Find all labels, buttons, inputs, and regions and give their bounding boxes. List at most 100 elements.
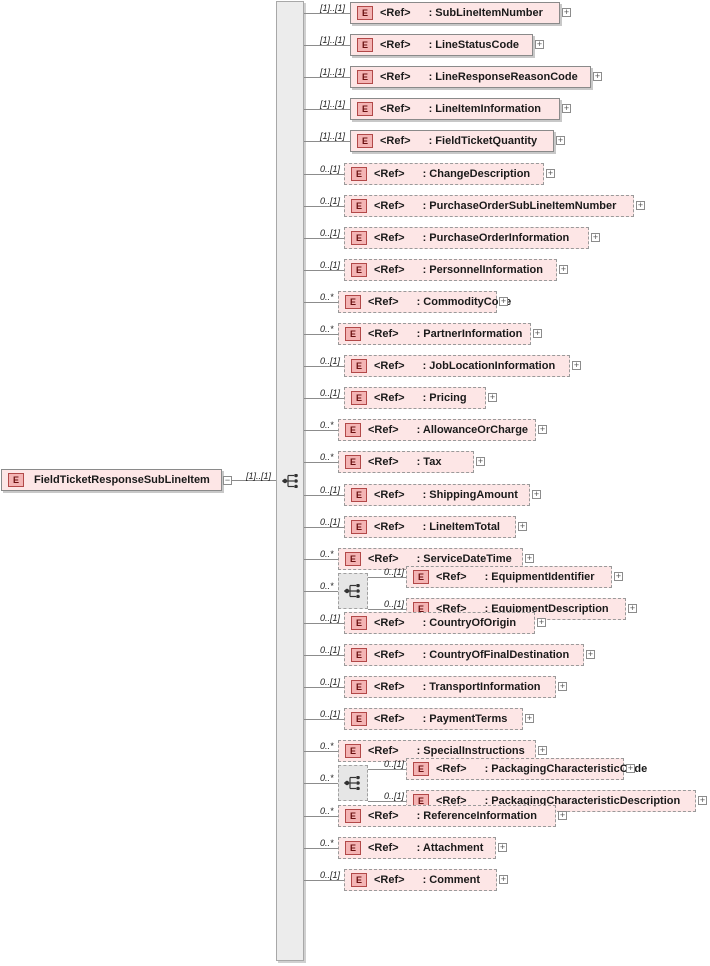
- ref-label: <Ref>: [374, 713, 405, 725]
- connector-line: [304, 77, 350, 78]
- root-connector: [232, 480, 276, 481]
- element-box[interactable]: E<Ref>: JobLocationInformation: [344, 355, 570, 377]
- cardinality-label: 0..[1]: [320, 260, 341, 270]
- element-box[interactable]: E<Ref>: PurchaseOrderSubLineItemNumber: [344, 195, 634, 217]
- expand-icon[interactable]: +: [518, 521, 527, 531]
- ref-label: <Ref>: [368, 456, 399, 468]
- element-box[interactable]: E<Ref>: FieldTicketQuantity: [350, 130, 554, 152]
- expand-icon[interactable]: +: [586, 649, 595, 659]
- expand-icon[interactable]: +: [572, 360, 581, 370]
- element-box[interactable]: E<Ref>: CountryOfFinalDestination: [344, 644, 584, 666]
- ref-label: <Ref>: [374, 200, 405, 212]
- expand-icon[interactable]: +: [593, 71, 602, 81]
- element-box[interactable]: E<Ref>: AllowanceOrCharge: [338, 419, 536, 441]
- element-box[interactable]: E<Ref>: EquipmentIdentifier: [406, 566, 612, 588]
- element-box[interactable]: E<Ref>: Comment: [344, 869, 497, 891]
- ref-label: <Ref>: [374, 617, 405, 629]
- cardinality-label: 0..*: [320, 549, 334, 559]
- ref-label: <Ref>: [436, 763, 467, 775]
- ref-label: <Ref>: [368, 553, 399, 565]
- expand-icon[interactable]: +: [558, 810, 567, 820]
- element-icon: E: [345, 841, 361, 855]
- ref-label: <Ref>: [436, 571, 467, 583]
- connector-line: [304, 366, 344, 367]
- expand-icon[interactable]: +: [537, 617, 546, 627]
- element-name: : ChangeDescription: [422, 168, 531, 180]
- element-box[interactable]: E<Ref>: Tax: [338, 451, 474, 473]
- element-box[interactable]: E<Ref>: ServiceDateTime: [338, 548, 523, 570]
- element-icon: E: [357, 6, 373, 20]
- element-box[interactable]: E<Ref>: SubLineItemNumber: [350, 2, 560, 24]
- expand-icon[interactable]: +: [538, 745, 547, 755]
- element-box[interactable]: E<Ref>: LineItemInformation: [350, 98, 560, 120]
- element-box[interactable]: E<Ref>: PackagingCharacteristicCode: [406, 758, 647, 780]
- collapse-icon[interactable]: −: [223, 475, 232, 485]
- expand-icon[interactable]: +: [488, 392, 497, 402]
- element-box[interactable]: E<Ref>: ReferenceInformation: [338, 805, 556, 827]
- element-box[interactable]: E<Ref>: ChangeDescription: [344, 163, 544, 185]
- ref-label: <Ref>: [368, 842, 399, 854]
- element-box[interactable]: E<Ref>: CountryOfOrigin: [344, 612, 535, 634]
- element-box[interactable]: E<Ref>: Pricing: [344, 387, 486, 409]
- connector-line: [304, 398, 344, 399]
- element-icon: E: [351, 391, 367, 405]
- expand-icon[interactable]: +: [498, 842, 507, 852]
- expand-icon[interactable]: +: [546, 168, 555, 178]
- cardinality-label: 0..*: [320, 324, 334, 334]
- expand-icon[interactable]: +: [626, 763, 635, 773]
- connector-line: [304, 816, 338, 817]
- expand-icon[interactable]: +: [628, 603, 637, 613]
- element-box[interactable]: E<Ref>: SpecialInstructions: [338, 740, 536, 762]
- expand-icon[interactable]: +: [533, 328, 542, 338]
- element-icon: E: [351, 648, 367, 662]
- cardinality-label: [1]..[1]: [320, 3, 346, 13]
- element-box[interactable]: E<Ref>: PurchaseOrderInformation: [344, 227, 589, 249]
- expand-icon[interactable]: +: [525, 713, 534, 723]
- expand-icon[interactable]: +: [525, 553, 534, 563]
- expand-icon[interactable]: +: [559, 264, 568, 274]
- element-name: : EquipmentIdentifier: [484, 571, 595, 583]
- connector-line: [304, 45, 350, 46]
- element-box[interactable]: E<Ref>: ShippingAmount: [344, 484, 530, 506]
- element-box[interactable]: E<Ref>: TransportInformation: [344, 676, 556, 698]
- element-box[interactable]: E<Ref>: PartnerInformation: [338, 323, 531, 345]
- cardinality-label: 0..[1]: [320, 709, 341, 719]
- cardinality-label: 0..[1]: [320, 517, 341, 527]
- cardinality-label: 0..[1]: [320, 613, 341, 623]
- element-box[interactable]: E<Ref>: CommodityCode: [338, 291, 511, 313]
- element-name: : TransportInformation: [422, 681, 541, 693]
- element-name: : ShippingAmount: [422, 489, 518, 501]
- ref-label: <Ref>: [374, 649, 405, 661]
- element-box[interactable]: E<Ref>: LineItemTotal: [344, 516, 516, 538]
- expand-icon[interactable]: +: [556, 135, 565, 145]
- expand-icon[interactable]: +: [499, 874, 508, 884]
- expand-icon[interactable]: +: [614, 571, 623, 581]
- element-name: : PurchaseOrderSubLineItemNumber: [422, 200, 617, 212]
- expand-icon[interactable]: +: [499, 296, 508, 306]
- ref-label: <Ref>: [374, 874, 405, 886]
- cardinality-label: 0..*: [320, 806, 334, 816]
- expand-icon[interactable]: +: [591, 232, 600, 242]
- connector-line: [304, 591, 338, 592]
- expand-icon[interactable]: +: [562, 103, 571, 113]
- expand-icon[interactable]: +: [538, 424, 547, 434]
- connector-line: [304, 655, 344, 656]
- expand-icon[interactable]: +: [636, 200, 645, 210]
- expand-icon[interactable]: +: [532, 489, 541, 499]
- element-box[interactable]: E<Ref>: Attachment: [338, 837, 496, 859]
- expand-icon[interactable]: +: [476, 456, 485, 466]
- ref-label: <Ref>: [368, 810, 399, 822]
- expand-icon[interactable]: +: [535, 39, 544, 49]
- element-box[interactable]: E<Ref>: PaymentTerms: [344, 708, 523, 730]
- connector-line: [304, 751, 338, 752]
- expand-icon[interactable]: +: [562, 7, 571, 17]
- connector-line: [304, 238, 344, 239]
- root-element[interactable]: E FieldTicketResponseSubLineItem: [1, 469, 222, 491]
- element-icon: E: [351, 520, 367, 534]
- element-box[interactable]: E<Ref>: LineStatusCode: [350, 34, 533, 56]
- element-box[interactable]: E<Ref>: PersonnelInformation: [344, 259, 557, 281]
- element-box[interactable]: E<Ref>: LineResponseReasonCode: [350, 66, 591, 88]
- expand-icon[interactable]: +: [698, 795, 707, 805]
- expand-icon[interactable]: +: [558, 681, 567, 691]
- connector-line: [304, 623, 344, 624]
